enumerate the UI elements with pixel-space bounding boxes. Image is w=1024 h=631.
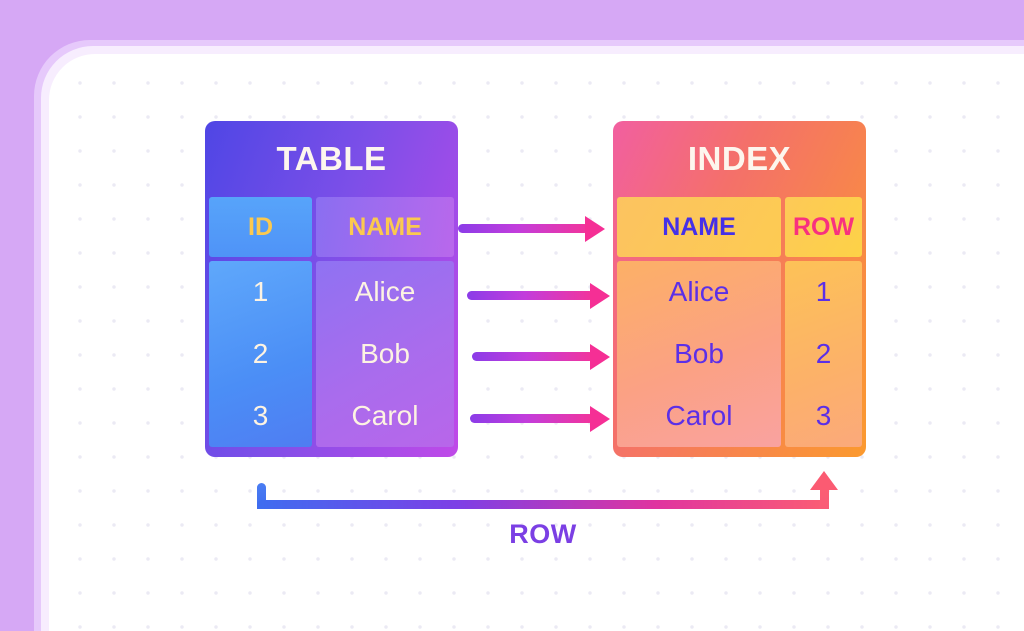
row-pointer-connector: ROW	[257, 471, 838, 549]
index-header-name: NAME	[617, 197, 781, 257]
connector-label-row: ROW	[509, 519, 577, 549]
connector-right-stem	[820, 487, 829, 509]
index-header-row-col: ROW	[785, 197, 862, 257]
index-cell-name-3: Carol	[665, 400, 733, 431]
index-cell-row-2: 2	[815, 338, 832, 369]
connector-left-stem	[257, 483, 266, 509]
arrow-up-icon	[810, 471, 838, 490]
index-cell-name-2: Bob	[674, 338, 724, 369]
table-body: 1 2 3 Alice Bob Carol	[205, 261, 458, 451]
arrow-head	[590, 343, 610, 370]
table-cell-name-2: Bob	[360, 338, 410, 369]
arrow-right-icon-carol	[470, 405, 610, 432]
index-column-name: Alice Bob Carol	[617, 261, 781, 447]
table-panel-title: TABLE	[276, 140, 387, 177]
arrow-right-icon-alice	[467, 282, 610, 309]
index-cell-name-1: Alice	[668, 276, 730, 307]
table-cell-id-3: 3	[252, 400, 269, 431]
arrow-head	[590, 282, 610, 309]
arrow-right-icon-header	[458, 215, 605, 242]
index-cell-row-3: 3	[815, 400, 832, 431]
arrow-shaft	[467, 291, 594, 300]
arrow-shaft	[472, 352, 594, 361]
index-body: Alice Bob Carol 1 2 3	[613, 261, 866, 451]
diagram-canvas: TABLE ID NAME 1 2 3 Alice Bob Carol INDE…	[34, 40, 1024, 631]
table-column-name: Alice Bob Carol	[316, 261, 454, 447]
arrow-right-icon-bob	[472, 343, 610, 370]
table-cell-name-3: Carol	[351, 400, 419, 431]
table-header-row: ID NAME	[205, 197, 458, 261]
table-column-id: 1 2 3	[209, 261, 312, 447]
index-cell-row-1: 1	[815, 276, 832, 307]
arrow-head	[585, 215, 605, 242]
index-panel: INDEX NAME ROW Alice Bob Carol 1 2 3	[613, 121, 866, 457]
table-cell-id-2: 2	[252, 338, 269, 369]
table-cell-id-1: 1	[252, 276, 269, 307]
table-header-id: ID	[209, 197, 312, 257]
index-panel-title: INDEX	[687, 140, 792, 177]
index-header-row: NAME ROW	[613, 197, 866, 261]
table-panel: TABLE ID NAME 1 2 3 Alice Bob Carol	[205, 121, 458, 457]
arrow-head	[590, 405, 610, 432]
arrow-shaft	[470, 414, 594, 423]
connector-horizontal-bar	[257, 500, 829, 509]
table-header-name: NAME	[316, 197, 454, 257]
arrow-shaft	[458, 224, 589, 233]
table-cell-name-1: Alice	[354, 276, 416, 307]
index-column-row: 1 2 3	[785, 261, 862, 447]
